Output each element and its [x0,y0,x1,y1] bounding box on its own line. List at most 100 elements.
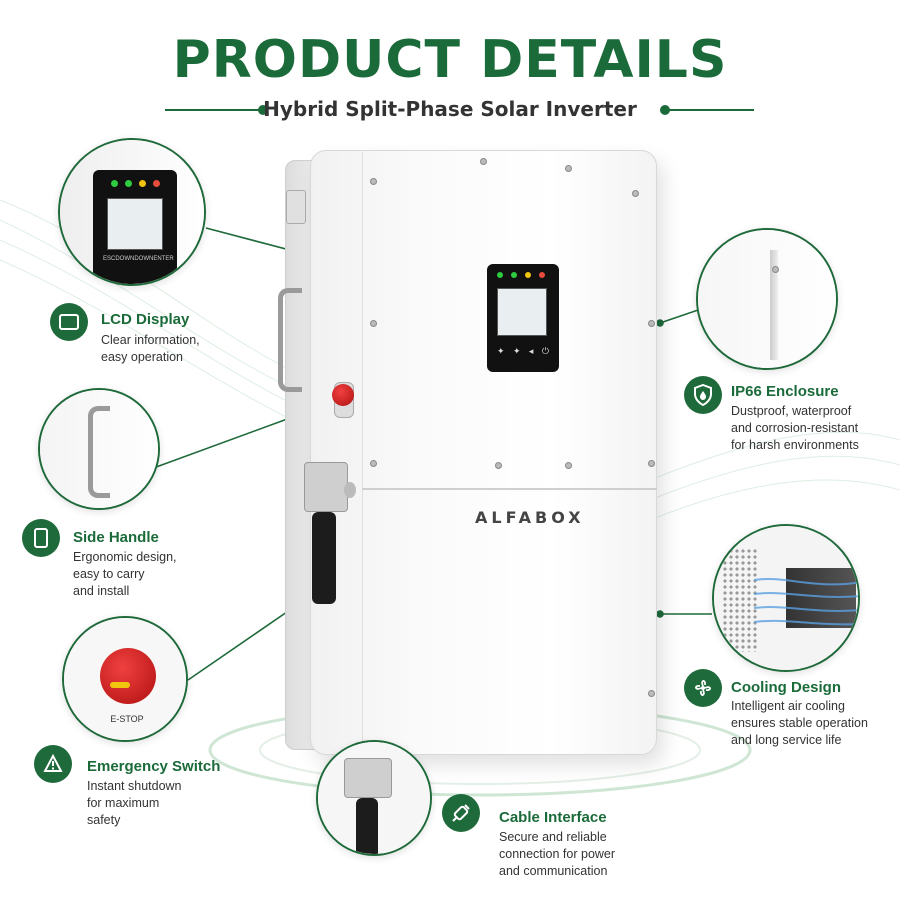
estop-callout: E-STOP [62,616,188,742]
button-label: DOWN [115,256,135,262]
estop-callout-knob [100,648,156,704]
divider-line-left [165,109,261,111]
brand-logo: ALFABOX [475,508,585,527]
estop-label: E-STOP [110,714,144,724]
screw [565,462,572,469]
led-green [125,180,132,187]
screw [495,462,502,469]
screw [370,460,377,467]
feature-title-cooling: Cooling Design [731,679,841,696]
button-glyph: ◂ [528,346,534,356]
ip66-callout-bg [698,230,836,368]
desc-line: Ergonomic design, [73,550,177,564]
screw [772,266,779,273]
ip66-callout [696,228,838,370]
desc-line: Intelligent air cooling [731,699,845,713]
cooling-callout [712,524,860,672]
fan-icon [684,669,722,707]
led-yellow [525,272,531,278]
alert-bell-icon [34,745,72,783]
handle-callout-handle [88,406,110,498]
desc-line: ensures stable operation [731,716,868,730]
button-glyph: ✦ [512,346,521,356]
screw [565,165,572,172]
button-label: ESC [103,256,116,262]
page-title: PRODUCT DETAILS [172,30,728,90]
monitor-icon [50,303,88,341]
handle-callout [38,388,160,510]
screw [632,190,639,197]
feature-desc-ip66: Dustproof, waterproof and corrosion-resi… [731,403,900,454]
divider-dot-right [660,105,670,115]
feature-title-ip66: IP66 Enclosure [731,383,839,400]
cable-gland [304,462,348,512]
led-green [497,272,503,278]
desc-line: safety [87,813,121,827]
feature-title-lcd: LCD Display [101,311,190,328]
lcd-callout-button-labels: ESC DOWN DOWN ENTER [103,256,174,262]
desc-line: Dustproof, waterproof [731,404,852,418]
desc-line: easy to carry [73,567,145,581]
screw [480,158,487,165]
cable-nut [344,482,356,498]
desc-line: connection for power [499,847,616,861]
screw [370,178,377,185]
button-label: DOWN [134,256,154,262]
feature-title-handle: Side Handle [73,529,159,546]
cable [312,512,336,604]
feature-title-estop: Emergency Switch [87,758,221,775]
lcd-callout: ESC DOWN DOWN ENTER [58,138,206,286]
led-green [111,180,118,187]
desc-line: and install [73,584,130,598]
desc-line: Clear information, [101,333,200,347]
lcd-callout-screen [107,198,163,250]
display-buttons: ✦ ✦ ◂ ⏻ [497,346,549,360]
lcd-screen [497,288,547,336]
desc-line: for maximum [87,796,160,810]
feature-desc-lcd: Clear information, easy operation [101,332,281,366]
desc-line: Instant shutdown [87,779,182,793]
screw [648,690,655,697]
button-glyph: ⏻ [541,346,549,356]
vent-grille [722,548,758,652]
feature-desc-cooling: Intelligent air cooling ensures stable o… [731,698,900,749]
desc-line: and corrosion-resistant [731,421,859,435]
led-red [153,180,160,187]
desc-line: Secure and reliable [499,830,607,844]
phone-icon [22,519,60,557]
feature-title-cable: Cable Interface [499,809,607,826]
desc-line: and long service life [731,733,842,747]
led-green [511,272,517,278]
button-glyph: ✦ [497,346,505,356]
cable-callout-cable [356,798,378,854]
mounting-bracket [286,190,306,224]
divider-dot-left [258,105,268,115]
fan-grille [786,568,856,628]
inverter-body [310,150,657,755]
desc-line: for harsh environments [731,438,859,452]
ip66-callout-seam [770,250,778,360]
subtitle-row: Hybrid Split-Phase Solar Inverter [0,97,900,125]
plug-icon [442,794,480,832]
inverter-panel-seam [362,488,657,490]
feature-desc-estop: Instant shutdown for maximum safety [87,778,267,829]
airflow-lines [754,577,858,626]
estop-button[interactable] [332,384,354,406]
feature-desc-handle: Ergonomic design, easy to carry and inst… [73,549,253,600]
screw [648,460,655,467]
cable-callout-gland [344,758,392,798]
screw [370,320,377,327]
page-subtitle: Hybrid Split-Phase Solar Inverter [263,97,637,121]
desc-line: easy operation [101,350,184,364]
desc-line: and communication [499,864,608,878]
led-red [539,272,545,278]
button-label: ENTER [153,256,174,262]
inverter-edge-seam [362,152,363,752]
side-handle[interactable] [278,288,302,392]
cable-callout [316,740,432,856]
estop-callout-latch [110,682,130,688]
divider-line-right [666,109,754,111]
lcd-callout-display: ESC DOWN DOWN ENTER [93,170,177,284]
feature-desc-cable: Secure and reliable connection for power… [499,829,679,880]
inverter-display: ✦ ✦ ◂ ⏻ [487,264,559,372]
